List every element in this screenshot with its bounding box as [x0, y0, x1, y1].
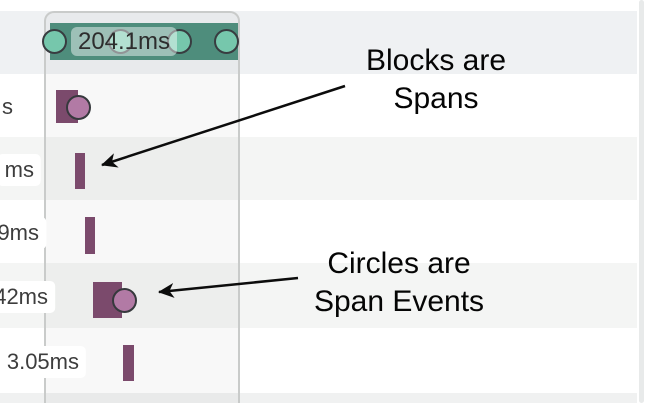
annotation-circles-note: Circles are Span Events: [297, 245, 501, 321]
span-block[interactable]: [75, 153, 85, 189]
span-event-circle[interactable]: [166, 28, 192, 54]
vertical-scrollbar[interactable]: [637, 0, 646, 403]
span-duration-label: 9ms: [0, 216, 46, 249]
root-span-bar[interactable]: [50, 23, 238, 60]
annotation-text-line: Circles are: [327, 247, 471, 280]
span-duration-label: 3.05ms: [0, 345, 86, 378]
span-duration-label: 42ms: [0, 280, 55, 313]
row-band: [0, 328, 637, 393]
root-span-duration-label: 204.1ms: [71, 27, 177, 56]
span-block[interactable]: [123, 345, 134, 381]
span-event-circle[interactable]: [111, 287, 137, 313]
timeline-column-highlight[interactable]: [44, 11, 240, 403]
span-event-circle[interactable]: [41, 28, 67, 54]
span-event-circle[interactable]: [107, 28, 133, 54]
annotation-text-line: Span Events: [313, 285, 485, 318]
annotation-text-line: Spans: [393, 82, 479, 115]
row-band: [0, 200, 637, 263]
annotation-blocks-note: Blocks are Spans: [346, 42, 526, 118]
span-block[interactable]: [85, 217, 95, 254]
span-event-circle[interactable]: [65, 94, 91, 120]
row-band: [0, 393, 637, 403]
scrollbar-thumb[interactable]: [639, 0, 644, 403]
span-duration-label: s: [0, 90, 20, 123]
span-event-circle[interactable]: [213, 28, 239, 54]
annotation-text-line: Blocks are: [365, 44, 507, 77]
span-duration-label: ms: [0, 153, 41, 186]
